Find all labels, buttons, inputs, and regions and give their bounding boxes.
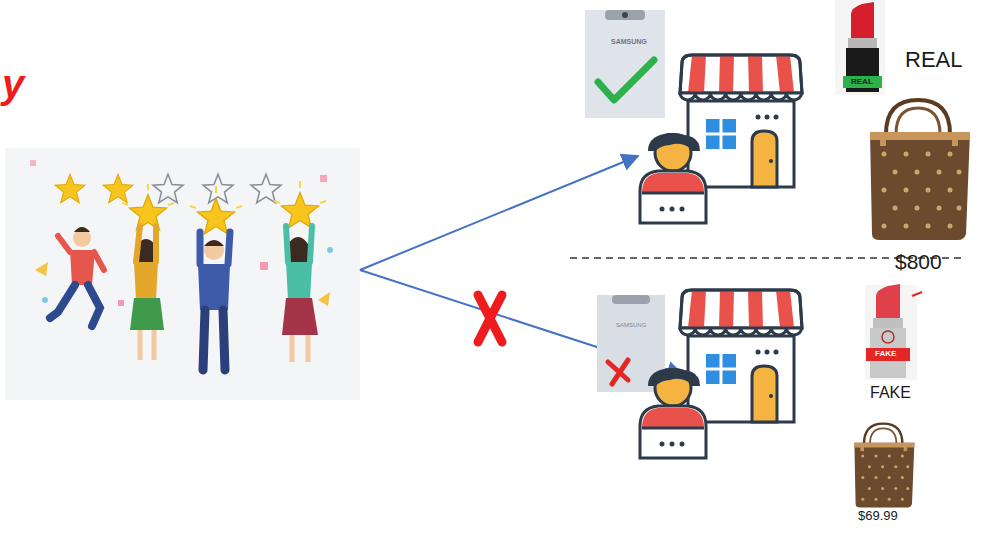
real-phone <box>585 10 665 118</box>
red-cross <box>478 295 502 342</box>
status-label: REAL <box>905 48 962 72</box>
price-label: $800 <box>895 250 942 273</box>
shop-icon <box>640 55 802 223</box>
price-label: $69.99 <box>858 509 898 523</box>
brand-text: SAMSUNG <box>611 38 647 46</box>
lipstick-tag: REAL <box>851 78 873 87</box>
status-label: FAKE <box>870 384 911 402</box>
real-lipstick <box>835 0 885 95</box>
fake-lipstick <box>865 284 922 380</box>
brand-text: SAMSUNG <box>616 322 646 329</box>
title-fragment: y <box>2 62 24 106</box>
real-bag <box>870 100 970 240</box>
shop-icon <box>640 290 802 458</box>
fake-bag <box>854 424 914 508</box>
lipstick-tag: FAKE <box>875 350 896 359</box>
reviewers-illustration <box>5 148 360 400</box>
